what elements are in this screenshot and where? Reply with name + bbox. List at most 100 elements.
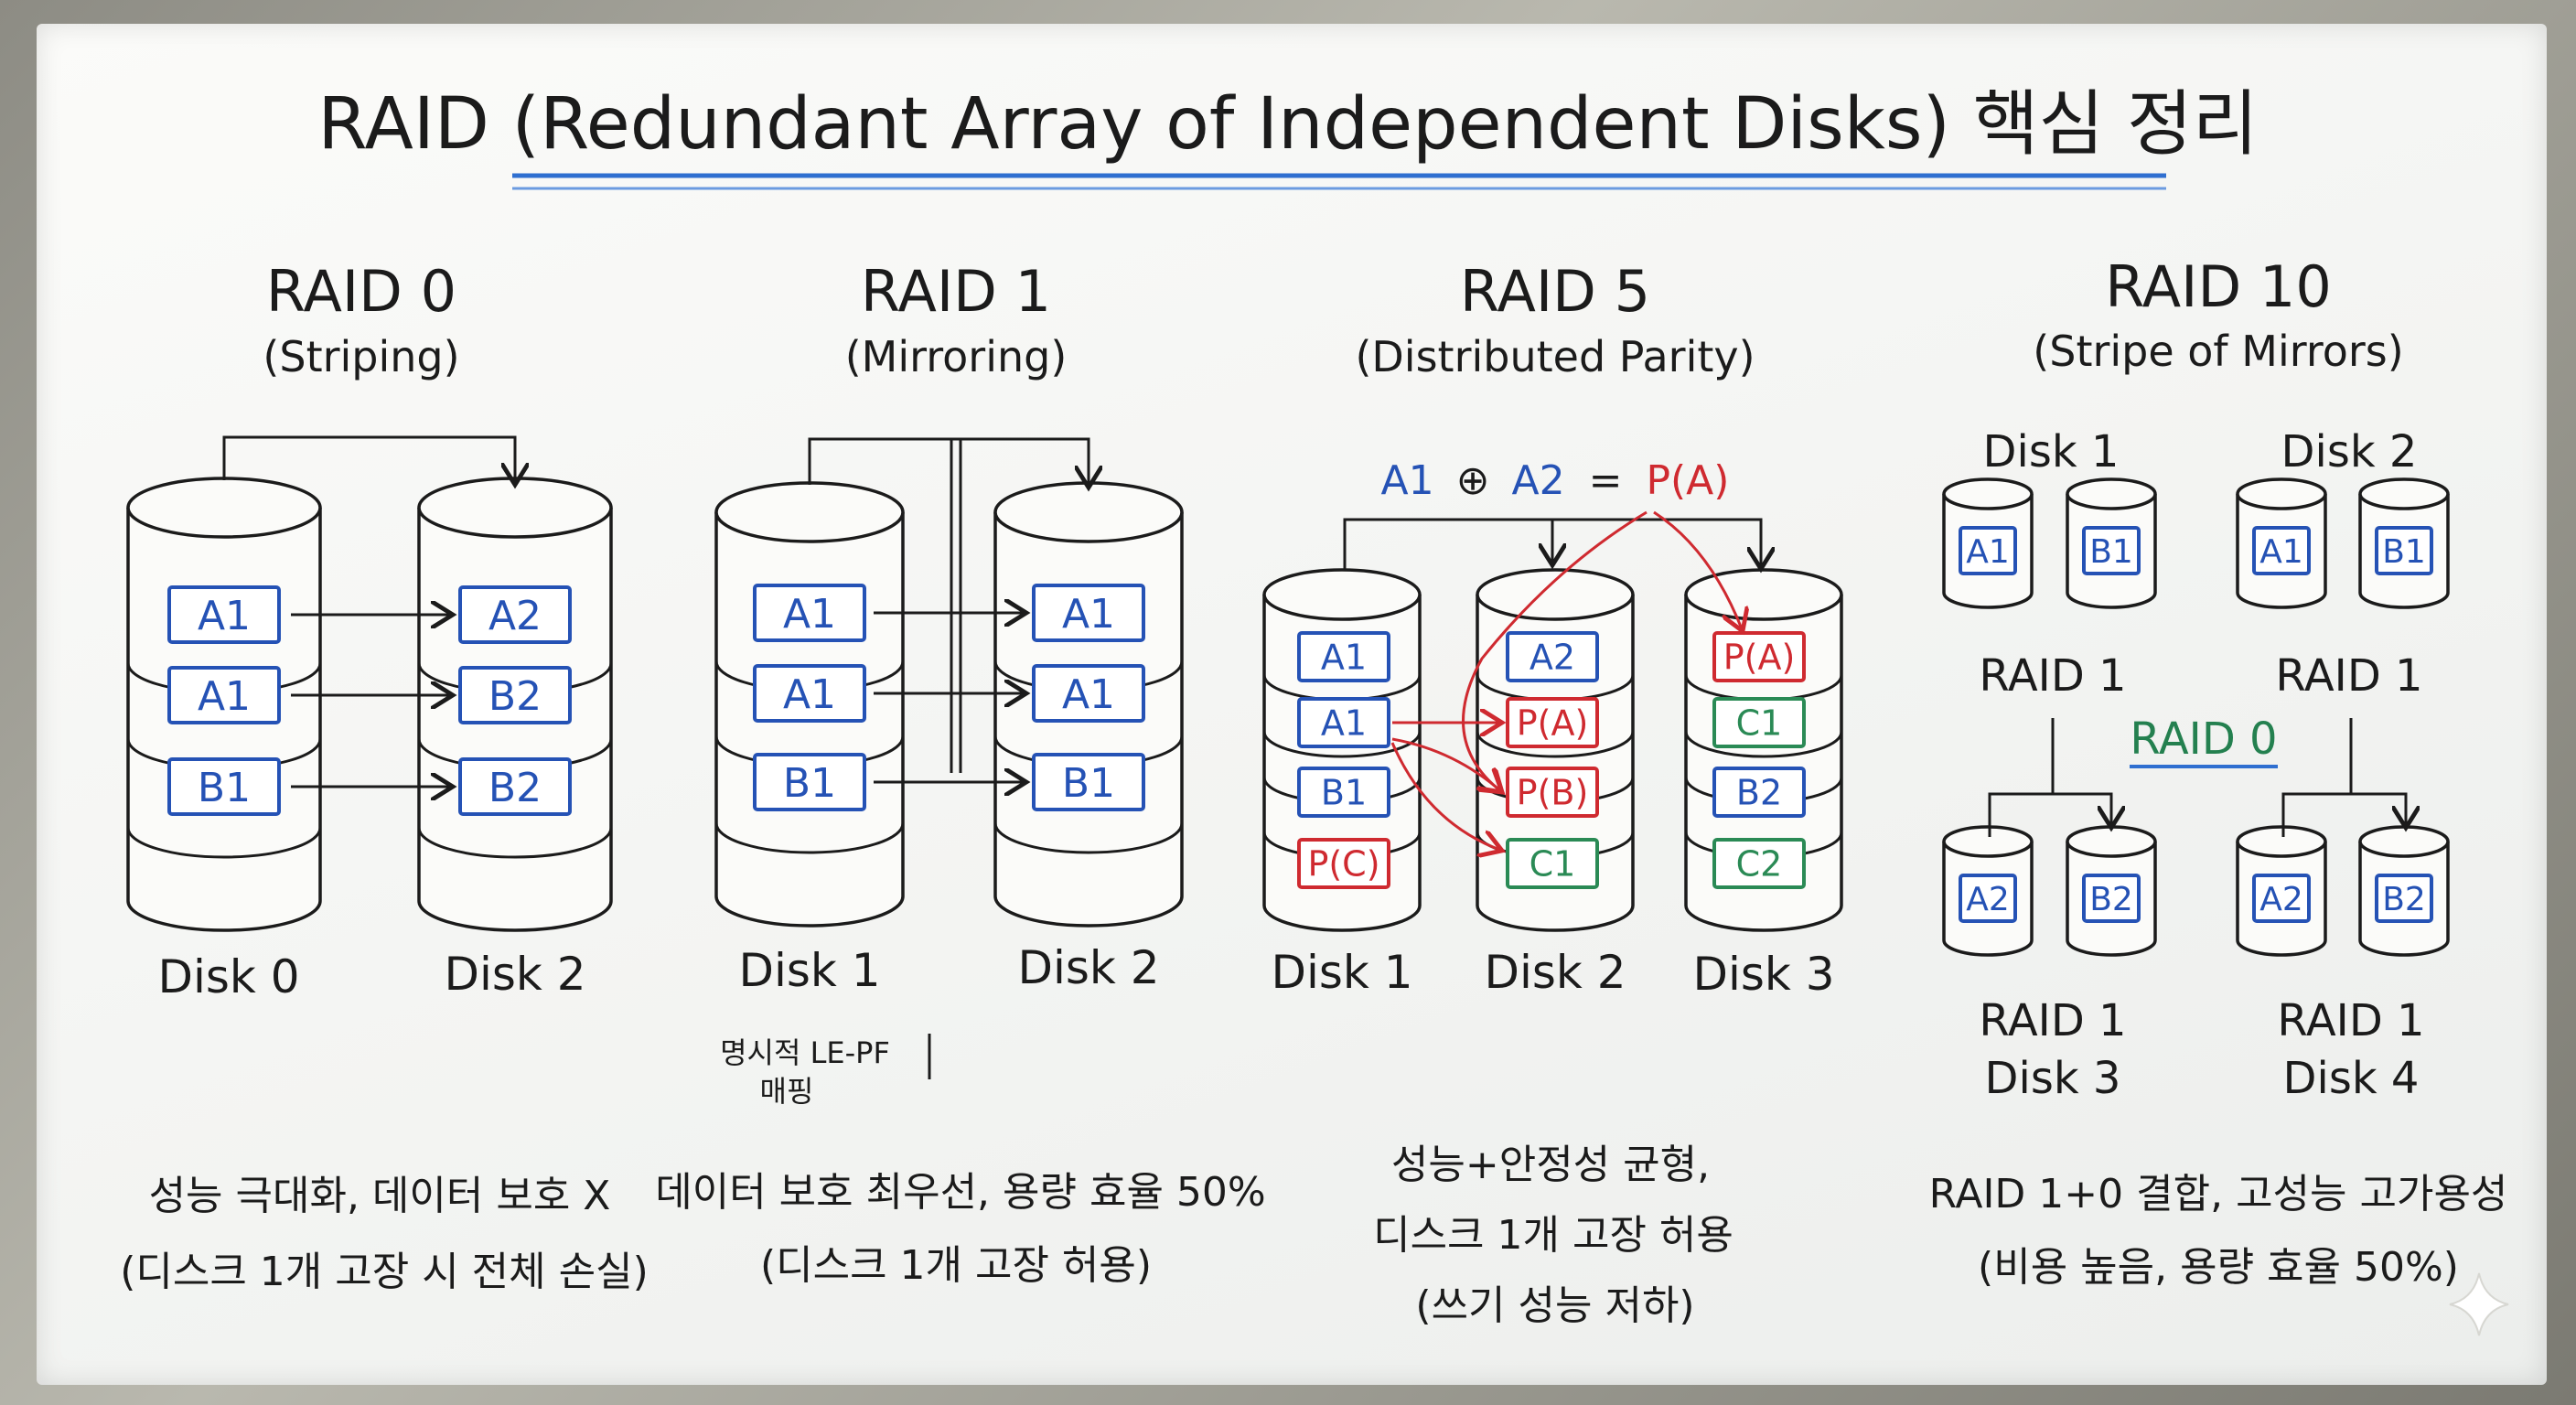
- raid0-disk-left-top: [126, 477, 322, 539]
- raid0-right-block-1-box: [458, 666, 572, 724]
- parity-formula: A1 ⊕ A2 = P(A): [1381, 457, 1730, 504]
- formula-equals: =: [1589, 457, 1623, 504]
- formula-xor: ⊕: [1456, 457, 1490, 504]
- raid5-parity-curve: [1462, 510, 1648, 792]
- raid0-left-block-1-box: [167, 666, 281, 724]
- raid5-disk3-block-1-label: C1: [1736, 703, 1783, 744]
- raid0-right-block-2-box: [458, 757, 572, 816]
- raid5-disk2-block-0-box: [1506, 631, 1599, 682]
- raid10-top-disk-2b-top: [2358, 477, 2450, 510]
- raid10-top-disk-1b-top: [2066, 477, 2157, 510]
- raid1-heading: RAID 1: [861, 258, 1051, 325]
- formula-operand-a: A1: [1381, 457, 1434, 504]
- raid10-bottom-block-2-label: A2: [2259, 881, 2303, 918]
- raid10-top-block-2-box: [2252, 526, 2311, 575]
- raid10-bottom-disk-2a: [2236, 825, 2327, 957]
- raid0-disk-label-right: Disk 2: [444, 948, 585, 1001]
- raid1-top-connector: [808, 437, 1089, 488]
- raid1-subtitle: (Mirroring): [845, 332, 1068, 381]
- raid5-disk2-block-2-box: [1506, 767, 1599, 818]
- raid1-left-block-1-label: A1: [783, 671, 836, 718]
- raid1-left-block-0-box: [753, 584, 866, 642]
- raid10-top-disk-2a-top: [2236, 477, 2327, 510]
- raid0-heading: RAID 0: [266, 258, 456, 325]
- raid5-disk-1-top: [1262, 568, 1422, 621]
- raid10-desc-line1: RAID 1+0 결합, 고성능 고가용성: [1929, 1171, 2508, 1217]
- raid10-bottom-label-2a: RAID 1: [2277, 995, 2424, 1046]
- raid0-disk-left-divider: [126, 827, 322, 859]
- raid5-parity-to-disk3: [1653, 510, 1743, 631]
- sparkle-icon: [2449, 1272, 2509, 1336]
- raid5-disk3-block-3-label: C2: [1736, 844, 1783, 885]
- raid5-disk2-block-3-box: [1506, 838, 1599, 889]
- raid1-right-block-1-box: [1032, 664, 1145, 723]
- raid10-subtitle: (Stripe of Mirrors): [2033, 327, 2403, 376]
- raid5-disk2-block-1-label: P(A): [1517, 703, 1589, 744]
- raid5-disk-3-divider: [1684, 731, 1843, 758]
- raid5-disk-label-1: Disk 1: [1271, 946, 1412, 999]
- raid1-left-block-1-box: [753, 664, 866, 723]
- raid0-left-block-2-label: B1: [198, 765, 251, 811]
- raid5-subtitle: (Distributed Parity): [1355, 332, 1755, 381]
- raid1-disk-left-divider: [714, 822, 905, 854]
- raid1-disk-label-left: Disk 1: [738, 944, 880, 997]
- raid0-subtitle: (Striping): [263, 332, 459, 381]
- raid10-top-block-0-label: A1: [1966, 533, 2010, 571]
- raid5-disk1-block-0-label: A1: [1321, 638, 1367, 678]
- raid5-disk3-block-1-box: [1712, 697, 1806, 748]
- raid5-disk2-block-2-label: P(B): [1517, 773, 1589, 813]
- raid1-disk-right-divider: [993, 822, 1184, 854]
- raid5-disk-2-divider: [1476, 731, 1635, 758]
- raid0-disk-right-divider: [417, 827, 613, 859]
- raid1-right-block-0-label: A1: [1062, 591, 1115, 638]
- raid10-stripe-label: RAID 0: [2130, 713, 2277, 765]
- raid10-top-disk-1a-top: [1942, 477, 2034, 510]
- raid5-disk2-block-1-box: [1506, 697, 1599, 748]
- raid10-bottom-block-0-label: A2: [1966, 881, 2010, 918]
- raid5-desc-line3: (쓰기 성능 저하): [1415, 1282, 1694, 1329]
- raid0-desc-line2: (디스크 1개 고장 시 전체 손실): [120, 1249, 649, 1295]
- raid5-disk3-block-2-box: [1712, 767, 1806, 818]
- raid1-left-block-2-box: [753, 753, 866, 811]
- raid10-bottom-label-1b: Disk 3: [1985, 1053, 2121, 1104]
- raid10-bottom-block-0-box: [1959, 874, 2017, 923]
- raid0-right-block-0-label: A2: [488, 593, 542, 639]
- raid1-left-block-2-label: B1: [783, 760, 836, 807]
- raid5-disk3-block-2-label: B2: [1736, 773, 1782, 813]
- raid0-left-block-1-label: A1: [198, 673, 251, 720]
- raid5-heading: RAID 5: [1460, 258, 1650, 325]
- raid10-mirror-label-2: RAID 1: [2275, 650, 2422, 702]
- raid10-bottom-disk-2a-top: [2236, 825, 2327, 858]
- raid1-note-line2: 매핑: [760, 1074, 814, 1109]
- raid0-left-block-0-label: A1: [198, 593, 251, 639]
- raid5-disk1-block-0-box: [1297, 631, 1390, 682]
- raid1-desc-line1: 데이터 보호 최우선, 용량 효율 50%: [655, 1169, 1265, 1216]
- formula-result: P(A): [1646, 457, 1729, 504]
- formula-operand-b: A2: [1512, 457, 1565, 504]
- raid10-bottom-block-3-box: [2375, 874, 2433, 923]
- raid10-top-block-1-label: B1: [2089, 533, 2133, 571]
- raid10-top-block-3-label: B1: [2382, 533, 2426, 571]
- raid5-desc-line1: 성능+안정성 균형,: [1391, 1142, 1710, 1188]
- raid5-disk1-block-2-box: [1297, 767, 1390, 818]
- raid5-disk1-block-3-label: P(C): [1307, 844, 1379, 885]
- raid1-right-block-2-box: [1032, 753, 1145, 811]
- raid10-top-block-3-box: [2375, 526, 2433, 575]
- raid10-bottom-block-3-label: B2: [2382, 881, 2426, 918]
- raid5-disk1-block-1-label: A1: [1321, 703, 1367, 744]
- raid10-branch-right: [2281, 792, 2406, 837]
- raid1-disk-left-top: [714, 481, 905, 543]
- raid10-bottom-disk-2b-top: [2358, 825, 2450, 858]
- raid0-disk-label-left: Disk 0: [157, 950, 299, 1003]
- raid10-top-block-2-label: A1: [2259, 533, 2303, 571]
- raid5-desc-line2: 디스크 1개 고장 허용: [1373, 1212, 1733, 1259]
- raid5-parity-arrow-c: [1390, 742, 1502, 851]
- raid0-disk-right-top: [417, 477, 613, 539]
- raid5-disk-label-2: Disk 2: [1484, 946, 1626, 999]
- raid5-disk1-block-3-box: [1297, 838, 1390, 889]
- raid10-branch-left: [1988, 792, 2111, 837]
- raid10-heading: RAID 10: [2105, 253, 2332, 320]
- raid0-left-block-0-box: [167, 585, 281, 644]
- raid5-disk2-block-0-label: A2: [1530, 638, 1575, 678]
